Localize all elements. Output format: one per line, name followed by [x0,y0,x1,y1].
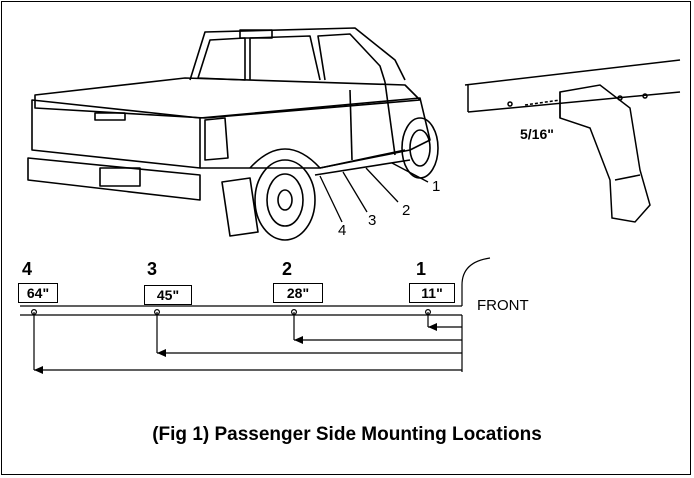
location-number-3: 3 [147,259,158,279]
location-number-2: 2 [282,259,293,279]
distance-box-4: 64" [18,283,58,303]
arrow-head [294,336,303,344]
figure-caption: (Fig 1) Passenger Side Mounting Location… [152,424,542,445]
location-number-1: 1 [416,259,427,279]
truck-callout-1: 1 [432,178,441,195]
drill-bit-size: 5/16" [520,126,554,142]
truck-callout-3: 3 [368,212,377,229]
arrow-head [34,366,43,374]
distance-box-3: 45" [144,285,192,305]
truck-callout-2: 2 [402,202,411,219]
distance-box-1: 11" [409,283,455,303]
front-label: FRONT [477,297,529,314]
location-number-4: 4 [22,259,33,279]
distance-box-2: 28" [273,283,323,303]
arrow-head [157,349,166,357]
arrow-head [428,323,437,331]
truck-callout-4: 4 [338,222,347,239]
